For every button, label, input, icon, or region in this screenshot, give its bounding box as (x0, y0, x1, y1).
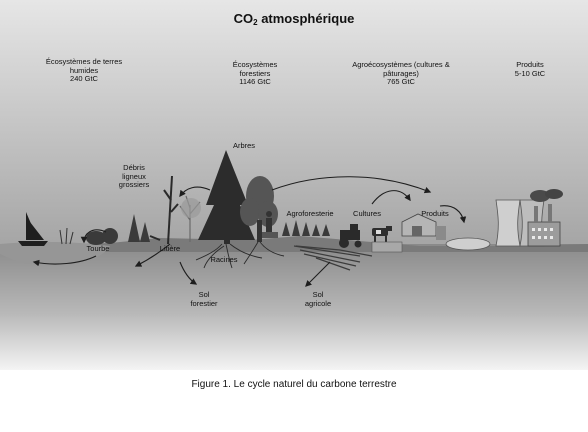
sailboat-icon (18, 212, 48, 246)
label-agri-soil: Sol agricole (304, 290, 332, 308)
product-crate-icon (445, 237, 491, 251)
diagram-title: CO2 atmosphérique (0, 11, 588, 27)
dead-tree-icon (149, 175, 179, 245)
label-debris: Débris ligneux grossiers (118, 163, 150, 189)
arrow-litter-to-soil (134, 243, 171, 267)
figure-caption: Figure 1. Le cycle naturel du carbone te… (191, 379, 397, 390)
arrow-trees-to-debris (179, 186, 211, 198)
forests-stock: 1146 GtC (239, 77, 271, 86)
arrow-trees-to-products (271, 176, 432, 194)
title-rest: atmosphérique (257, 11, 355, 26)
agroforestry-rows-icon (282, 220, 330, 236)
arrow-crops-to-products (371, 190, 411, 205)
products-stock: 5-10 GtC (514, 68, 546, 78)
power-plant-icon (495, 189, 563, 247)
label-products-flow: Produits (421, 209, 449, 218)
arrow-to-agri-soil (305, 261, 331, 287)
roots-icon (195, 241, 285, 269)
arrow-to-forest-soil (179, 261, 198, 285)
label-agroforestry: Agroforesterie (286, 209, 334, 218)
bare-tree-icon (179, 195, 201, 242)
cow-icon (372, 226, 392, 242)
barn-icon (371, 213, 446, 253)
plowed-field-icon (293, 245, 373, 271)
title-subscript: 2 (253, 18, 258, 27)
label-peat: Tourbe (86, 244, 110, 253)
worker-icon (262, 211, 278, 238)
wetlands-stock: 240 GtC (70, 74, 98, 83)
conifer-tree-icon (198, 150, 255, 244)
label-litter: Litière (159, 244, 181, 253)
title-co: CO (233, 11, 254, 26)
label-roots: Racines (210, 255, 238, 264)
label-products-pool: Produits 5-10 GtC (504, 60, 556, 78)
label-trees: Arbres (232, 141, 256, 150)
carbon-cycle-illustration (0, 0, 588, 370)
arrow-peat-to-water (32, 255, 97, 267)
label-crops: Cultures (353, 209, 381, 218)
label-wetlands: Écosystèmes de terres humides 240 GtC (40, 57, 128, 84)
sky (0, 0, 588, 250)
tractor-icon (339, 224, 362, 248)
soil (0, 244, 588, 370)
flow-arrows (32, 176, 467, 287)
label-forests: Écosystèmes forestiers 1146 GtC (220, 60, 290, 87)
wetland-water (0, 241, 110, 266)
agro-stock: 765 GtC (387, 77, 415, 86)
reeds-icon (59, 227, 74, 245)
label-agroecosystems: Agroécosystèmes (cultures & pâturages) 7… (340, 60, 462, 87)
arrow-products-to-crate (439, 205, 467, 224)
arrow-debris-to-shrubs (80, 229, 107, 244)
label-forest-soil: Sol forestier (190, 290, 218, 308)
